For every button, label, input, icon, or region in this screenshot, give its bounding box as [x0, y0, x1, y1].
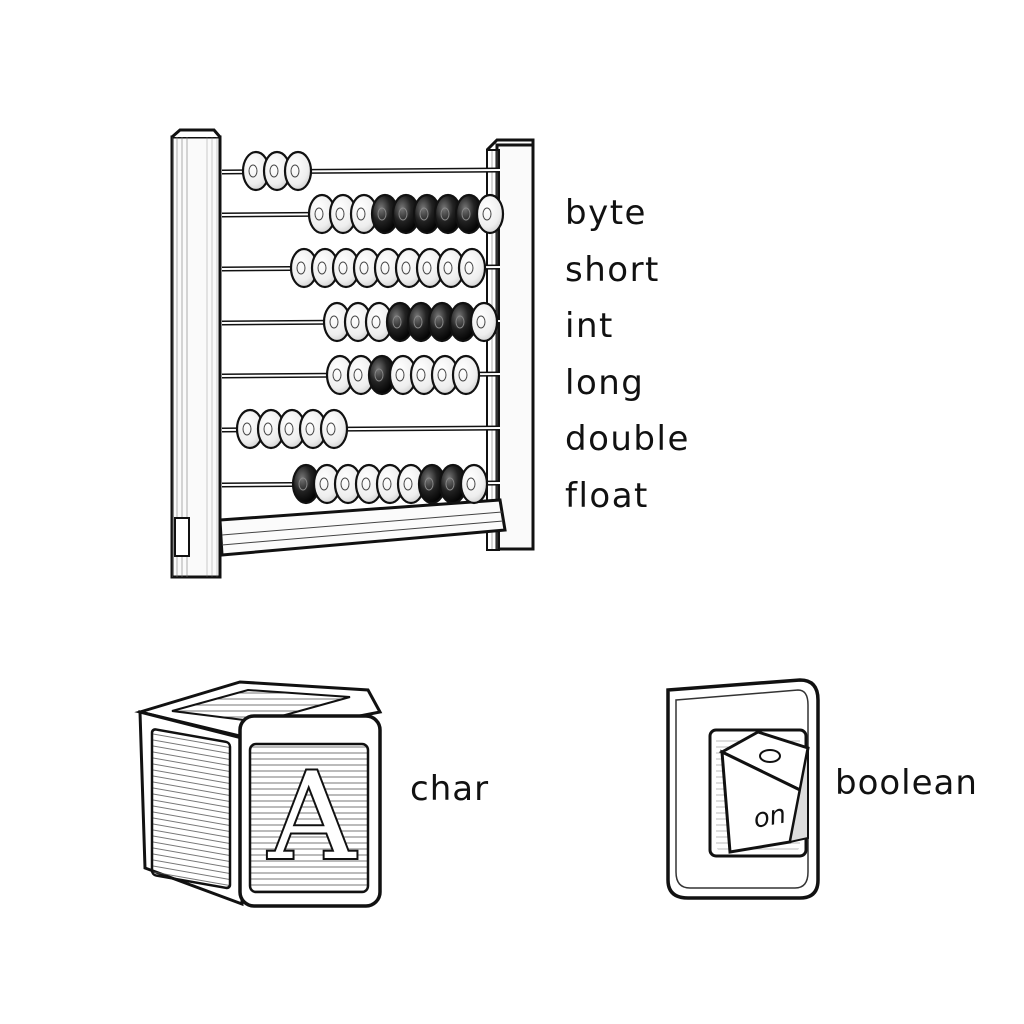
- abacus-bead-hole: [401, 261, 411, 275]
- type-label-byte: byte: [565, 193, 647, 233]
- abacus-bead-hole: [413, 315, 423, 329]
- abacus-bead-hole: [353, 368, 363, 382]
- abacus-bead-hole: [335, 207, 345, 221]
- switch-type-label: boolean: [835, 763, 978, 803]
- abacus-bead-hole: [269, 164, 279, 178]
- abacus-bead-light: [475, 193, 505, 235]
- abacus-bead-light: [283, 150, 313, 192]
- abacus-bead-light: [459, 463, 489, 505]
- type-label-int: int: [565, 306, 614, 347]
- abacus-bead-hole: [377, 207, 387, 221]
- block-letter: A: [268, 748, 357, 887]
- abacus-bead-hole: [464, 261, 474, 275]
- abacus-bead-hole: [317, 261, 327, 275]
- abacus-bead-hole: [290, 164, 300, 178]
- abacus-bead-hole: [361, 477, 371, 491]
- abacus-bead-hole: [434, 315, 444, 329]
- abacus-bead-hole: [443, 261, 453, 275]
- abacus-bead-hole: [424, 477, 434, 491]
- abacus-bead-hole: [416, 368, 426, 382]
- abacus-bead-light: [457, 247, 487, 289]
- alphabet-block: A: [134, 680, 383, 908]
- abacus-bead-hole: [458, 368, 468, 382]
- abacus-bead-hole: [305, 422, 315, 436]
- abacus-bead-hole: [371, 315, 381, 329]
- abacus-bead-hole: [380, 261, 390, 275]
- abacus-bead-light: [469, 301, 499, 343]
- abacus-bead-hole: [374, 368, 384, 382]
- abacus-bead-hole: [329, 315, 339, 329]
- abacus-bead-hole: [440, 207, 450, 221]
- switch-text: on: [751, 799, 788, 834]
- abacus-bead-hole: [314, 207, 324, 221]
- abacus-bead-hole: [445, 477, 455, 491]
- abacus-bead-hole: [248, 164, 258, 178]
- abacus-right-post: [485, 138, 535, 551]
- abacus-bead-hole: [350, 315, 360, 329]
- type-label-long: long: [565, 362, 645, 403]
- abacus-base: [218, 498, 507, 557]
- abacus-bead-hole: [242, 422, 252, 436]
- abacus-bead-hole: [403, 477, 413, 491]
- abacus-bead-hole: [319, 477, 329, 491]
- abacus-bead-light: [319, 408, 349, 450]
- block-type-label: char: [410, 769, 490, 809]
- abacus-bead-hole: [476, 315, 486, 329]
- abacus-bead-hole: [284, 422, 294, 436]
- abacus-bead-hole: [296, 261, 306, 275]
- toggle-switch: on: [666, 678, 820, 900]
- abacus-bead-hole: [395, 368, 405, 382]
- abacus-bead-hole: [356, 207, 366, 221]
- abacus-bead-hole: [398, 207, 408, 221]
- type-label-float: float: [565, 475, 649, 516]
- abacus-left-post: [170, 128, 222, 579]
- abacus-bead-hole: [466, 477, 476, 491]
- abacus-bead-hole: [326, 422, 336, 436]
- abacus-bead-hole: [461, 207, 471, 221]
- abacus-bead-hole: [422, 261, 432, 275]
- abacus-bead-hole: [332, 368, 342, 382]
- abacus-bead-hole: [455, 315, 465, 329]
- abacus-bead-hole: [359, 261, 369, 275]
- abacus-type-labels: byte short int long double float: [565, 196, 690, 536]
- abacus: [170, 128, 535, 579]
- abacus-bead-hole: [419, 207, 429, 221]
- abacus-bead-hole: [298, 477, 308, 491]
- abacus-bead-hole: [392, 315, 402, 329]
- abacus-rods: [221, 150, 505, 505]
- abacus-bead-hole: [482, 207, 492, 221]
- abacus-bead-hole: [340, 477, 350, 491]
- abacus-bead-hole: [338, 261, 348, 275]
- abacus-bead-light: [451, 354, 481, 396]
- abacus-bead-hole: [263, 422, 273, 436]
- type-label-double: double: [565, 419, 690, 460]
- abacus-bead-hole: [437, 368, 447, 382]
- type-label-short: short: [565, 249, 660, 290]
- abacus-bead-hole: [382, 477, 392, 491]
